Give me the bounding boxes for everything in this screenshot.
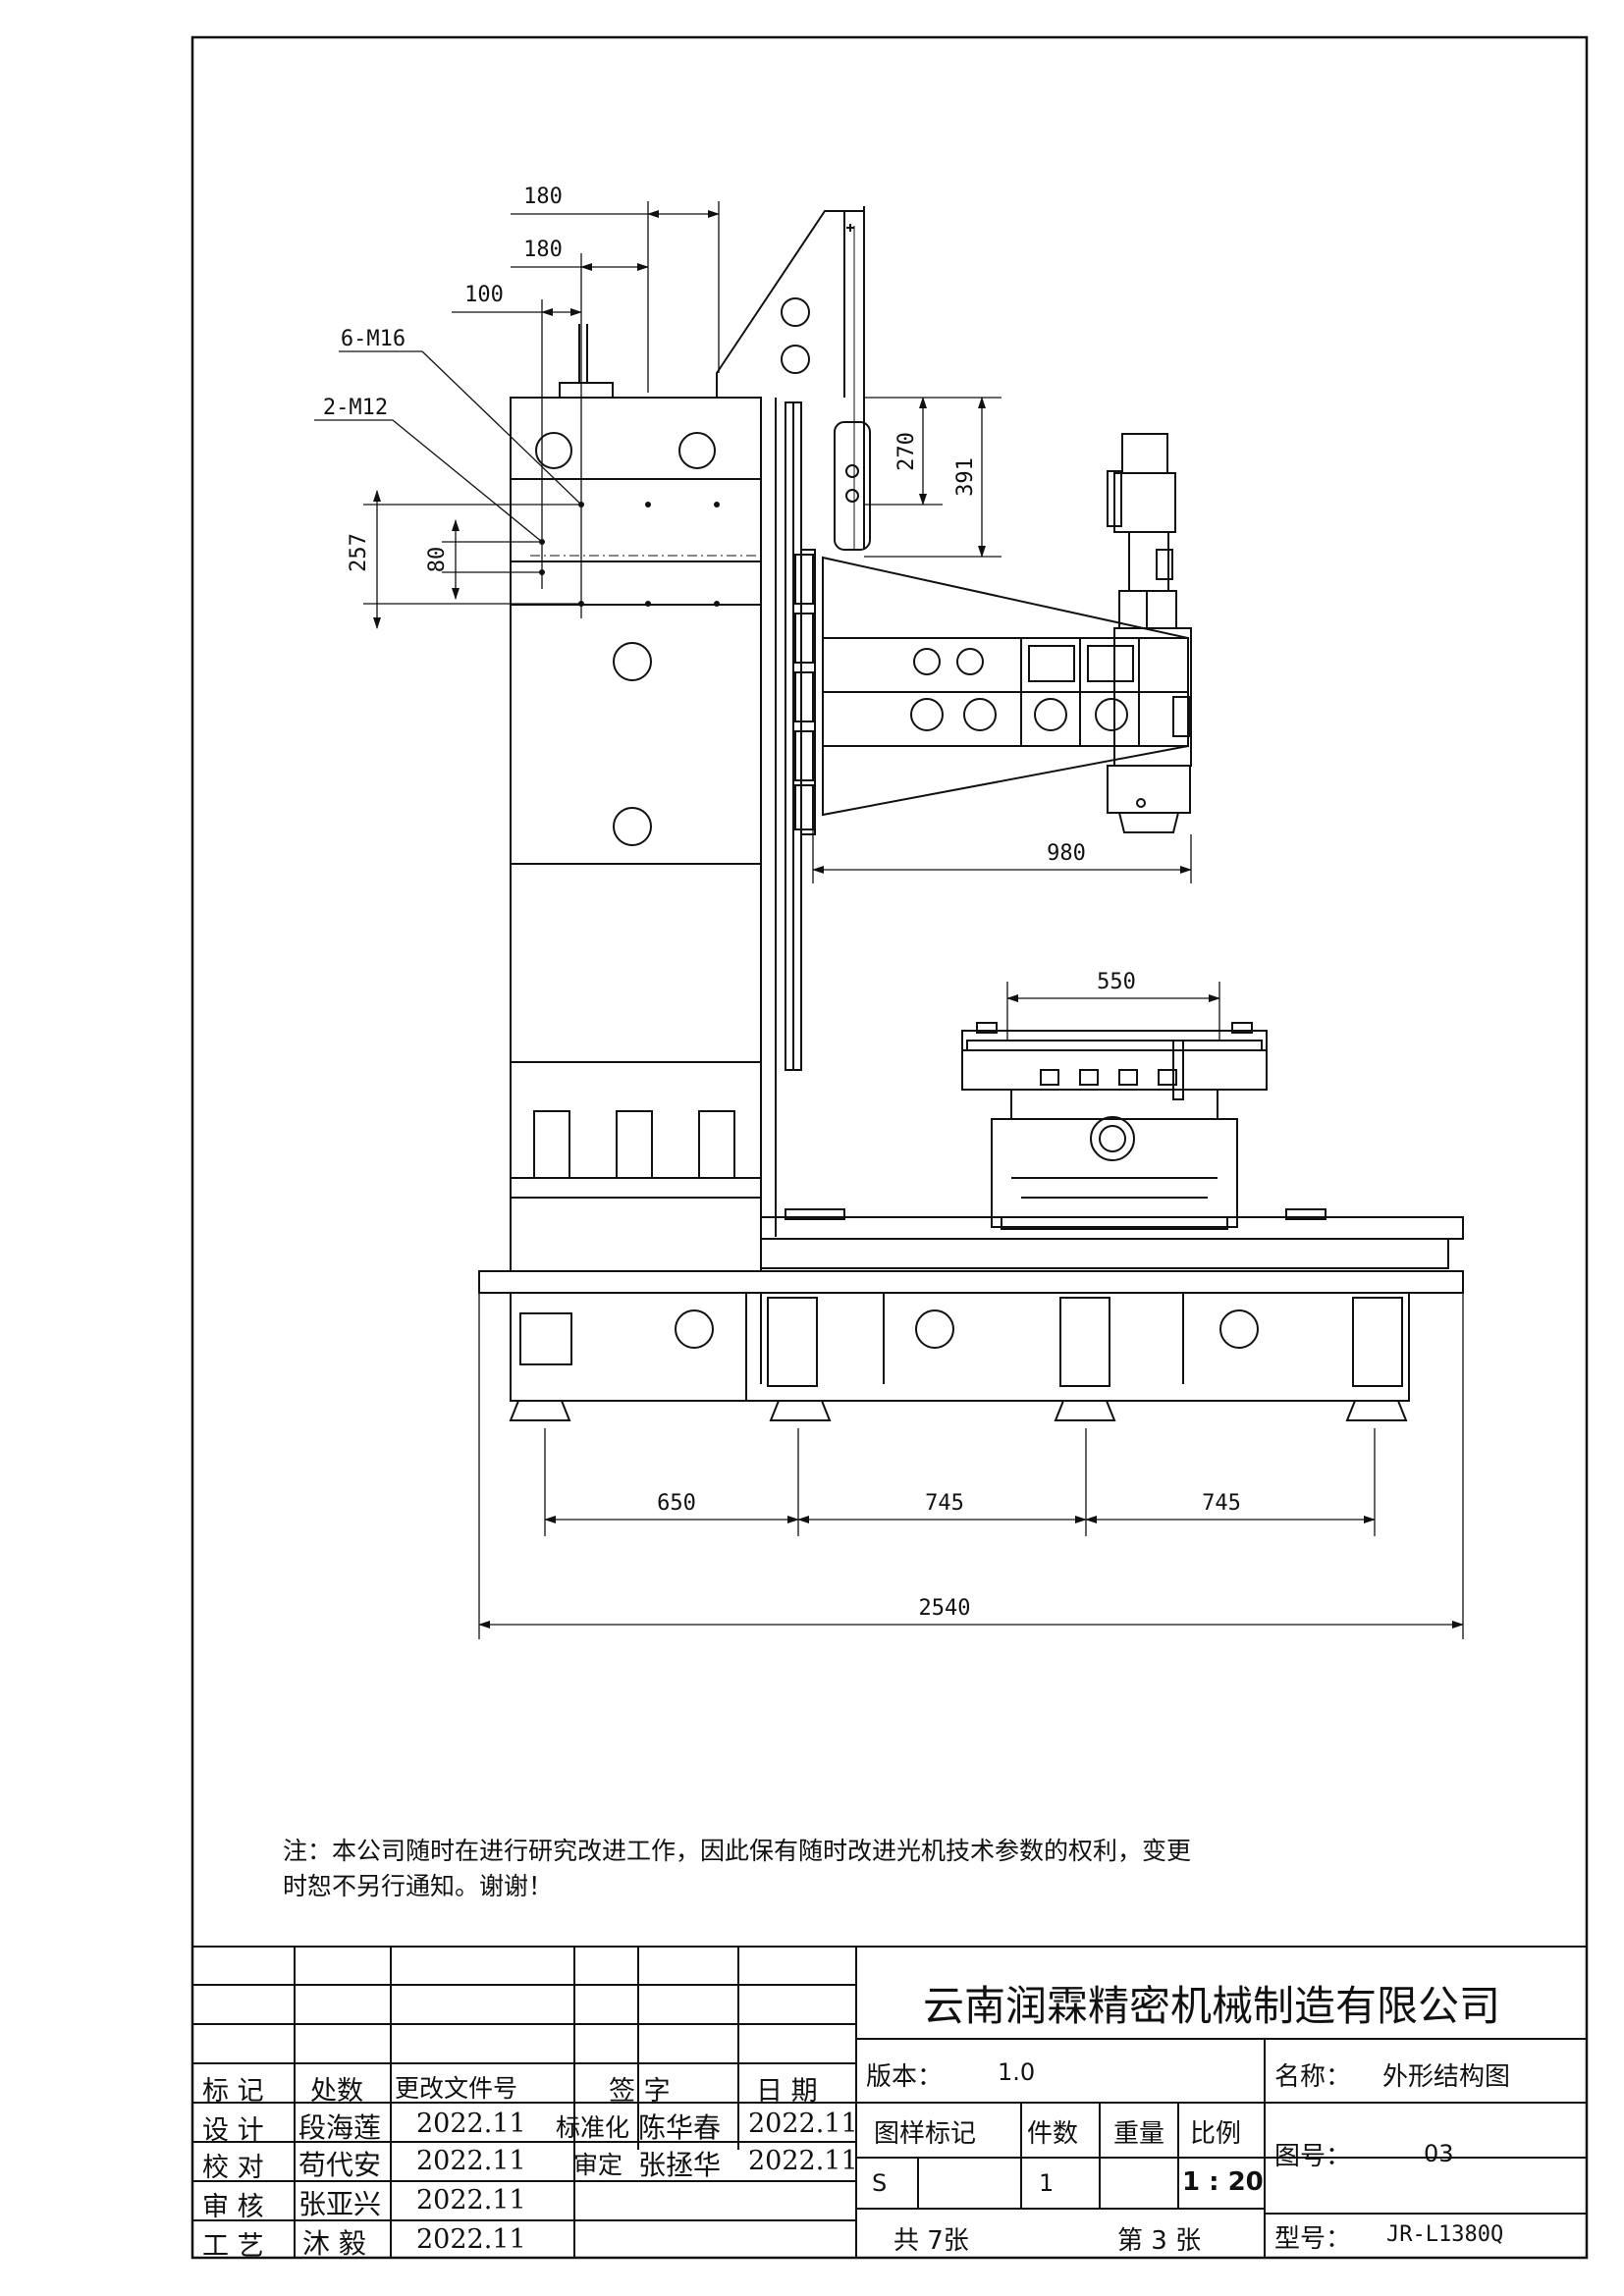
note-line-1: 注：本公司随时在进行研究改进工作，因此保有随时改进光机技术参数的权利，变更 (283, 1837, 1192, 1865)
header-mark: 标 记 (202, 2076, 264, 2107)
dimension-labels: 180 180 100 6-M16 2-M12 270 391 257 80 9… (323, 185, 1241, 1621)
dim-550: 550 (1097, 970, 1136, 994)
dim-745-b: 745 (1202, 1491, 1241, 1516)
role-design: 设 计 (202, 2115, 264, 2146)
column-rails (785, 401, 816, 1071)
sheet-number: 第 3 张 (1117, 2226, 1202, 2256)
scale-value: 1 : 20 (1182, 2167, 1264, 2197)
name-standard: 陈华春 (638, 2111, 722, 2144)
version-label: 版本： (866, 2062, 944, 2092)
model-value: JR-L1380Q (1386, 2222, 1504, 2247)
col-pattern-mark: 图样标记 (874, 2119, 977, 2149)
name-design: 段海莲 (298, 2111, 382, 2144)
header-count: 处数 (310, 2076, 363, 2107)
role-check: 校 对 (202, 2153, 264, 2183)
name-review: 张亚兴 (298, 2188, 382, 2220)
name-approve: 张拯华 (638, 2149, 722, 2181)
drawing-name-value: 外形结构图 (1382, 2062, 1511, 2092)
note-line-2: 时恕不另行通知。谢谢！ (283, 1872, 554, 1900)
model-label: 型号： (1274, 2224, 1352, 2254)
date-process: 2022.11 (416, 2224, 526, 2255)
drawing-name-label: 名称： (1274, 2062, 1352, 2092)
column (510, 324, 777, 1272)
dim-270: 270 (894, 432, 919, 471)
spindle-motor (1107, 433, 1177, 629)
dim-257: 257 (347, 533, 371, 572)
dim-2540: 2540 (919, 1596, 971, 1621)
dim-391: 391 (953, 457, 978, 497)
drawing-no-value: 03 (1424, 2140, 1454, 2167)
role-standard: 标准化 (556, 2113, 630, 2142)
dim-180-top: 180 (523, 185, 563, 209)
machine-base (478, 1270, 1464, 1421)
header-date: 日 期 (756, 2076, 818, 2107)
machine-drawing (314, 201, 1464, 1639)
version-value: 1.0 (998, 2058, 1036, 2086)
company-name: 云南润霖精密机械制造有限公司 (923, 1982, 1501, 2030)
col-scale: 比例 (1190, 2119, 1242, 2149)
role-review: 审 核 (202, 2192, 264, 2222)
header-sign: 签 字 (609, 2076, 671, 2107)
role-approve: 审定 (573, 2151, 623, 2179)
col-quantity: 件数 (1027, 2119, 1079, 2149)
col-weight: 重量 (1113, 2119, 1165, 2149)
top-bracket (716, 206, 865, 550)
counterweight (834, 421, 871, 551)
revision-note: 注：本公司随时在进行研究改进工作，因此保有随时改进光机技术参数的权利，变更 时恕… (283, 1834, 1216, 1904)
date-standard: 2022.11 (748, 2109, 858, 2139)
dim-180-second: 180 (523, 238, 563, 262)
quantity-value: 1 (1039, 2169, 1055, 2197)
date-approve: 2022.11 (748, 2146, 858, 2176)
dim-650: 650 (657, 1491, 696, 1516)
bolt-holes (539, 502, 720, 607)
dim-980: 980 (1047, 841, 1086, 866)
role-process: 工 艺 (202, 2231, 264, 2262)
name-process: 沐 毅 (302, 2227, 366, 2260)
dim-80: 80 (425, 547, 450, 573)
dimension-lines (314, 201, 1464, 1639)
title-block-grid (191, 1946, 1588, 2259)
sheet-border (190, 35, 1589, 2260)
total-sheets: 共 7张 (893, 2226, 969, 2256)
saddle-rails (760, 1208, 1464, 1269)
pattern-mark-value: S (872, 2169, 888, 2197)
rotary-table (961, 1022, 1268, 1230)
date-check: 2022.11 (416, 2146, 526, 2176)
name-check: 苟代安 (298, 2149, 382, 2181)
dim-100: 100 (464, 283, 504, 307)
dim-745-a: 745 (925, 1491, 964, 1516)
headstock (822, 556, 1192, 833)
header-doc: 更改文件号 (395, 2074, 518, 2103)
date-review: 2022.11 (416, 2185, 526, 2216)
dim-6-m16: 6-M16 (341, 327, 406, 351)
date-design: 2022.11 (416, 2109, 526, 2139)
dim-2-m12: 2-M12 (323, 396, 388, 420)
drawing-no-label: 图号： (1274, 2142, 1352, 2171)
